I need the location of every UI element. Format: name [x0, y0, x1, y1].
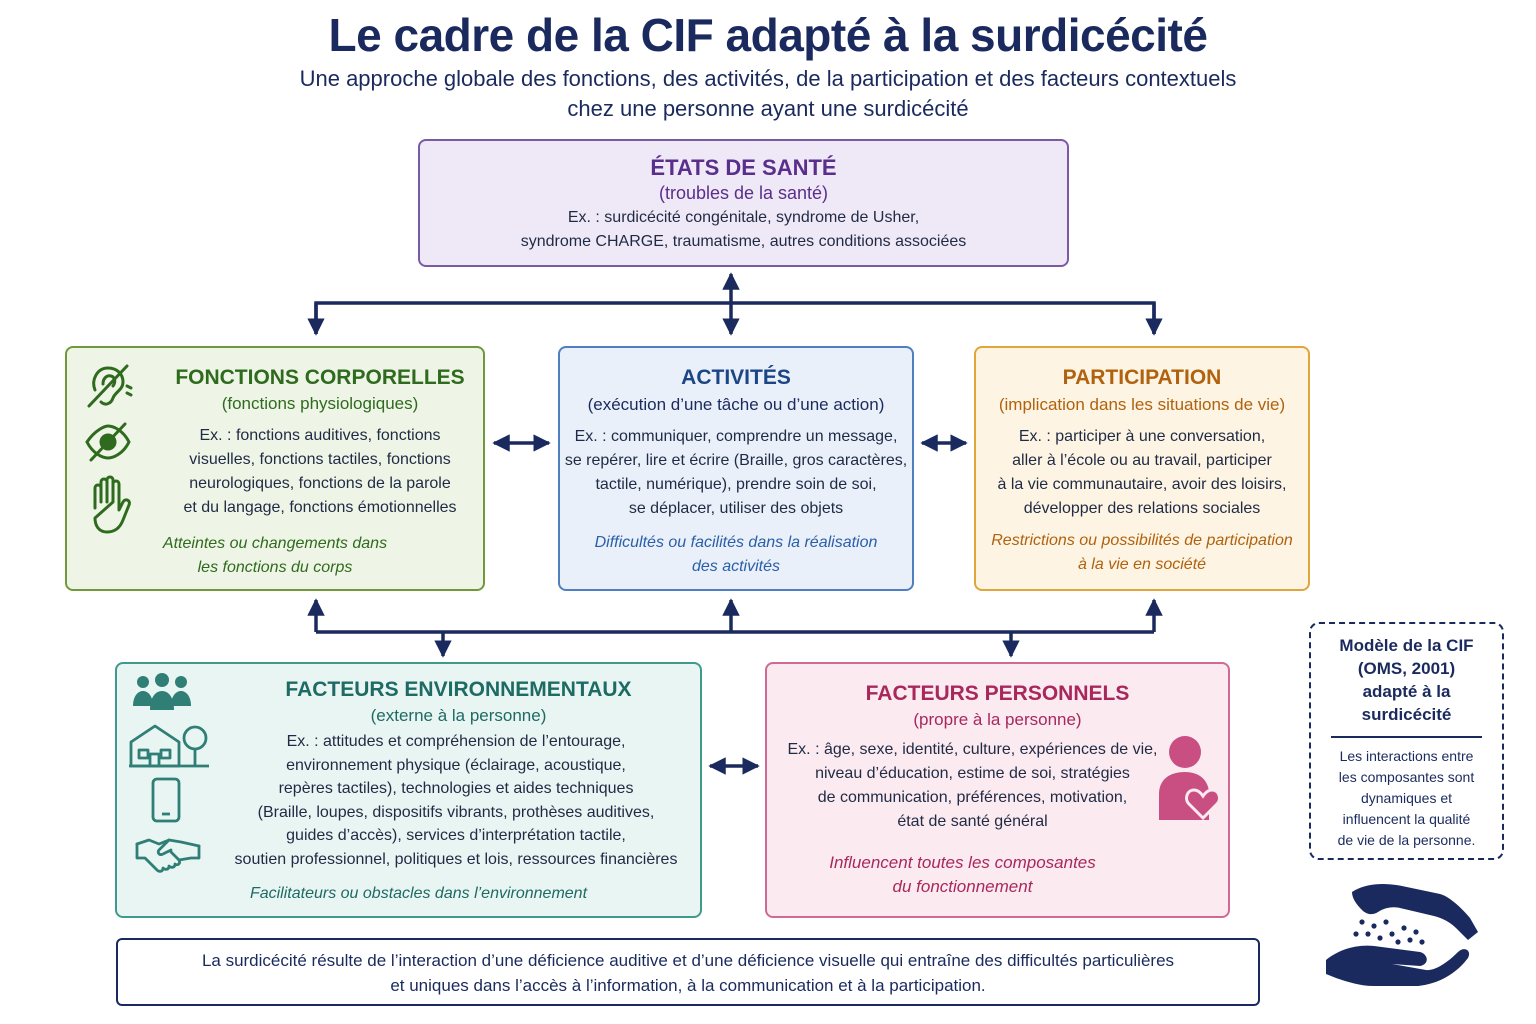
modele-cif-box: Modèle de la CIF (OMS, 2001) adapté à la… [1309, 622, 1504, 860]
example-line: développer des relations sociales [1023, 500, 1261, 517]
example-line: état de santé général [897, 813, 1048, 830]
hand-icon [93, 475, 131, 534]
modele-text-line: dynamiques et [1360, 790, 1453, 806]
activites-example: Ex. : communiquer, comprendre un message… [560, 425, 912, 521]
fonctions-corporelles-box: FONCTIONS CORPORELLES (fonctions physiol… [65, 346, 485, 591]
modele-title-line: surdicécité [1361, 705, 1452, 724]
example-line: environnement physique (éclairage, acous… [286, 756, 626, 774]
handshake-icon [135, 838, 201, 873]
fonctions-heading: FONCTIONS CORPORELLES [175, 366, 465, 389]
personnels-heading: FACTEURS PERSONNELS [865, 682, 1130, 705]
house-tree-icon [129, 724, 209, 768]
example-line: se repérer, lire et écrire (Braille, gro… [564, 452, 908, 469]
modele-divider [1331, 736, 1482, 738]
eye-slash-icon [85, 422, 131, 462]
personnels-example: Ex. : âge, sexe, identité, culture, expé… [787, 738, 1158, 834]
modele-text: Les interactions entre les composantes s… [1317, 746, 1496, 851]
note-line: Atteintes ou changements dans [162, 535, 388, 552]
facteurs-environnementaux-box: FACTEURS ENVIRONNEMENTAUX (externe à la … [115, 662, 702, 918]
note-line: Influencent toutes les composantes [829, 853, 1096, 872]
environnement-note: Facilitateurs ou obstacles dans l’enviro… [249, 885, 588, 902]
example-line: Ex. : communiquer, comprendre un message… [574, 428, 898, 445]
page-subtitle: Une approche globale des fonctions, des … [0, 64, 1536, 124]
modele-text-line: influencent la qualité [1342, 811, 1471, 827]
example-line: tactile, numérique), prendre soin de soi… [595, 476, 877, 493]
bottom-statement-box: La surdicécité résulte de l’interaction … [116, 938, 1260, 1006]
fonctions-subheading: (fonctions physiologiques) [221, 394, 419, 413]
page-title: Le cadre de la CIF adapté à la surdicéci… [328, 9, 1208, 61]
note-line: du fonctionnement [892, 877, 1033, 896]
person-heart-icon [1159, 736, 1221, 821]
activites-heading: ACTIVITÉS [681, 366, 791, 389]
environnement-heading: FACTEURS ENVIRONNEMENTAUX [285, 678, 632, 701]
activites-box: ACTIVITÉS (exécution d’une tâche ou d’un… [558, 346, 914, 591]
subtitle-line: chez une personne ayant une surdicécité [567, 96, 969, 121]
environnement-example: Ex. : attitudes et compréhension de l’en… [212, 730, 700, 871]
example-line: Ex. : surdicécité congénitale, syndrome … [567, 209, 920, 226]
etats-sante-heading: ÉTATS DE SANTÉ [650, 155, 837, 180]
example-line: syndrome CHARGE, traumatisme, autres con… [520, 233, 967, 250]
example-line: aller à l’école ou au travail, participe… [1012, 452, 1272, 469]
smartphone-icon [151, 777, 181, 823]
example-line: de communication, préférences, motivatio… [817, 789, 1128, 806]
people-group-icon [133, 673, 191, 710]
example-line: à la vie communautaire, avoir des loisir… [997, 476, 1287, 493]
participation-subheading: (implication dans les situations de vie) [998, 395, 1286, 414]
example-line: visuelles, fonctions tactiles, fonctions [189, 451, 451, 468]
tactile-hands-icon [1326, 884, 1478, 986]
modele-text-line: Les interactions entre [1339, 748, 1474, 764]
example-line: neurologiques, fonctions de la parole [189, 475, 451, 492]
facteurs-personnels-box: FACTEURS PERSONNELS (propre à la personn… [765, 662, 1230, 918]
example-line: Ex. : âge, sexe, identité, culture, expé… [787, 741, 1158, 758]
participation-box: PARTICIPATION (implication dans les situ… [974, 346, 1310, 591]
example-line: soutien professionnel, politiques et loi… [234, 850, 678, 868]
note-line: les fonctions du corps [197, 559, 353, 576]
example-line: guides d’accès), services d’interprétati… [286, 827, 626, 844]
example-line: niveau d’éducation, estime de soi, strat… [815, 765, 1130, 782]
participation-heading: PARTICIPATION [1062, 366, 1222, 389]
personnels-note: Influencent toutes les composantes du fo… [797, 851, 1128, 899]
note-line: Difficultés ou facilités dans la réalisa… [594, 534, 878, 551]
modele-text-line: les composantes sont [1338, 769, 1475, 785]
example-line: se déplacer, utiliser des objets [628, 500, 844, 517]
modele-text-line: de vie de la personne. [1337, 832, 1476, 848]
personnels-subheading: (propre à la personne) [913, 710, 1082, 729]
activites-subheading: (exécution d’une tâche ou d’une action) [587, 395, 885, 414]
example-line: Ex. : attitudes et compréhension de l’en… [286, 733, 626, 750]
modele-title-line: (OMS, 2001) [1357, 659, 1456, 678]
note-line: Restrictions ou possibilités de particip… [991, 532, 1293, 549]
note-line: à la vie en société [1077, 556, 1207, 573]
subtitle-line: Une approche globale des fonctions, des … [299, 66, 1237, 91]
fonctions-example: Ex. : fonctions auditives, fonctions vis… [157, 424, 483, 520]
fonctions-note: Atteintes ou changements dans les foncti… [107, 532, 443, 580]
bottom-statement-line: et uniques dans l’accès à l’information,… [390, 976, 986, 995]
modele-title: Modèle de la CIF (OMS, 2001) adapté à la… [1311, 634, 1502, 726]
etats-sante-subheading: (troubles de la santé) [658, 183, 829, 203]
bottom-statement-line: La surdicécité résulte de l’interaction … [201, 951, 1175, 970]
example-line: Ex. : participer à une conversation, [1018, 428, 1266, 445]
connector-top-bar [314, 301, 1156, 334]
example-line: Ex. : fonctions auditives, fonctions [199, 427, 441, 444]
etats-sante-box: ÉTATS DE SANTÉ (troubles de la santé) Ex… [418, 139, 1069, 267]
modele-title-line: adapté à la [1362, 682, 1451, 701]
note-line: des activités [691, 558, 781, 575]
example-line: repères tactiles), technologies et aides… [278, 780, 634, 797]
participation-note: Restrictions ou possibilités de particip… [976, 529, 1308, 577]
hearing-impaired-icon [87, 364, 133, 408]
modele-title-line: Modèle de la CIF [1339, 636, 1474, 655]
activites-note: Difficultés ou facilités dans la réalisa… [560, 531, 912, 579]
environnement-subheading: (externe à la personne) [370, 706, 547, 725]
participation-example: Ex. : participer à une conversation, all… [976, 425, 1308, 521]
example-line: (Braille, loupes, dispositifs vibrants, … [257, 803, 655, 821]
example-line: et du langage, fonctions émotionnelles [183, 499, 457, 516]
etats-sante-example: Ex. : surdicécité congénitale, syndrome … [420, 206, 1067, 254]
